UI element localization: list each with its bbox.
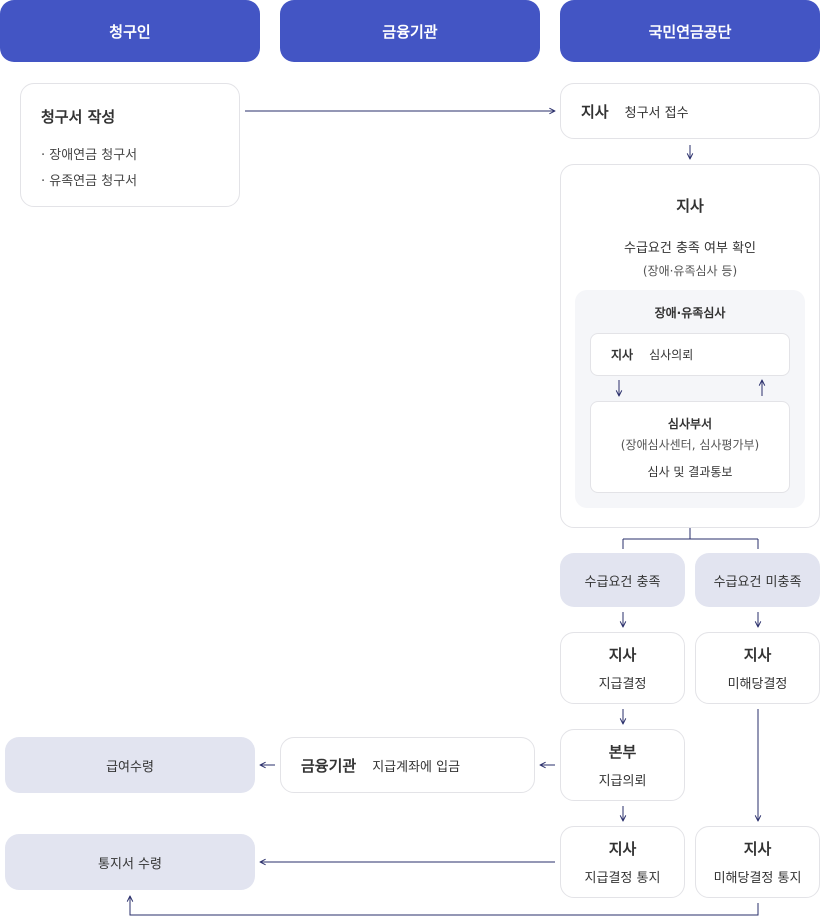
review-text: 수급요건 충족 여부 확인	[624, 241, 756, 256]
inner-review-panel: 장애·유족심사 지사 심사의뢰 심사부서 (장애심사센터, 심사평가부) 심사 …	[575, 290, 805, 508]
claim-box: 청구서 작성 · 장애연금 청구서 · 유족연금 청구서	[20, 83, 240, 207]
hq-office: 본부	[608, 743, 637, 761]
claim-item-disability: · 장애연금 청구서	[41, 148, 138, 163]
header-nps: 국민연금공단	[560, 0, 820, 62]
review-request-box: 지사 심사의뢰	[590, 333, 790, 376]
claim-title: 청구서 작성	[41, 108, 116, 126]
nonpay-notice-box: 지사 미해당결정 통지	[695, 826, 820, 898]
requirement-met: 수급요건 충족	[560, 553, 685, 607]
notice-receipt: 통지서 수령	[5, 834, 255, 890]
header-claimant: 청구인	[0, 0, 260, 62]
nonpay-notice-office: 지사	[743, 840, 772, 858]
review-request-office: 지사	[611, 348, 634, 362]
bank-deposit-box: 금융기관 지급계좌에 입금	[280, 737, 535, 793]
hq-box: 본부 지급의뢰	[560, 729, 685, 801]
receipt-box: 지사 청구서 접수	[560, 83, 820, 139]
review-office: 지사	[676, 197, 704, 215]
header-bank: 금융기관	[280, 0, 540, 62]
nonpay-decision-office: 지사	[743, 646, 772, 664]
pay-decision-box: 지사 지급결정	[560, 632, 685, 704]
pay-notice-box: 지사 지급결정 통지	[560, 826, 685, 898]
hq-text: 지급의뢰	[598, 774, 647, 789]
nonpay-notice-text: 미해당결정 통지	[713, 871, 802, 886]
claim-item-survivor: · 유족연금 청구서	[41, 174, 138, 189]
receipt-office: 지사	[581, 102, 609, 121]
pay-notice-office: 지사	[608, 840, 637, 858]
review-dept-sub: (장애심사센터, 심사평가부)	[620, 437, 760, 452]
pay-decision-text: 지급결정	[598, 677, 647, 692]
pay-decision-office: 지사	[608, 646, 637, 664]
inner-review-title: 장애·유족심사	[654, 306, 726, 320]
pay-notice-text: 지급결정 통지	[584, 871, 661, 886]
review-dept-box: 심사부서 (장애심사센터, 심사평가부) 심사 및 결과통보	[590, 401, 790, 493]
review-dept-title: 심사부서	[667, 416, 713, 431]
review-request-text: 심사의뢰	[649, 348, 694, 362]
requirement-not-met: 수급요건 미충족	[695, 553, 820, 607]
benefit-receipt: 급여수령	[5, 737, 255, 793]
review-sub: (장애·유족심사 등)	[642, 264, 738, 278]
arrow-nonpay-notice-to-receipt	[130, 896, 759, 916]
bank-deposit-name: 금융기관	[301, 756, 357, 775]
nonpay-decision-text: 미해당결정	[727, 677, 788, 692]
review-dept-text: 심사 및 결과통보	[647, 464, 733, 479]
review-box: 지사 수급요건 충족 여부 확인 (장애·유족심사 등) 장애·유족심사 지사 …	[560, 164, 820, 528]
bank-deposit-text: 지급계좌에 입금	[372, 759, 461, 775]
receipt-text: 청구서 접수	[624, 105, 689, 121]
nonpay-decision-box: 지사 미해당결정	[695, 632, 820, 704]
